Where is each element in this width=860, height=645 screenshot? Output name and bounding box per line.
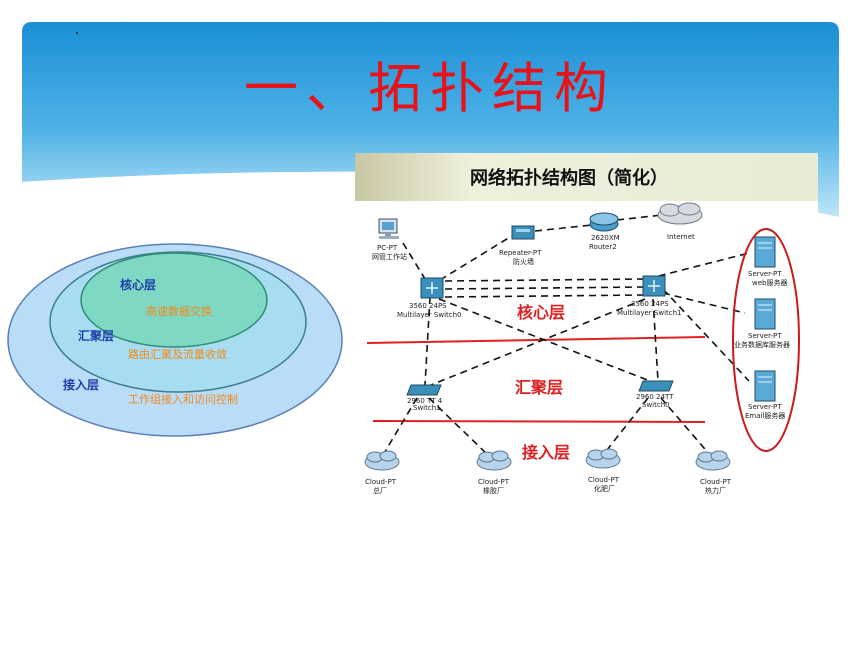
cloud3-icon [585,448,621,469]
server-email-name: Email服务器 [745,411,785,420]
switch0-type: 2960 24TT [636,393,674,401]
core-layer-ellipse [80,252,268,348]
topology-diagram: 网络拓扑结构图（简化） [355,153,818,495]
access-layer-label: 接入层 [63,377,99,392]
router-icon [589,212,619,232]
core-switch0-icon [420,277,444,299]
switch0-name: Switch0 [642,401,670,409]
core-layer-label: 核心层 [120,277,156,292]
core-separator-line [366,336,706,344]
server-db-name: 业务数据库服务器 [734,340,790,349]
topology-title: 网络拓扑结构图（简化） [470,167,668,189]
switch1-type: 2960 TT 4 [407,397,443,405]
pc-icon [378,218,399,239]
core-switch1-name: Multilayer Switch1 [617,309,682,317]
core-layer-desc: 高速数据交换 [146,304,212,318]
topology-links [382,214,750,456]
core-switch0-type: 3560 24PS [409,302,447,310]
router-name: Router2 [589,243,617,251]
decorative-dot [76,32,78,34]
cloud4-type: Cloud-PT [700,478,732,486]
internet-label: Internet [667,233,695,241]
access-separator-line [372,420,706,423]
cloud3-type: Cloud-PT [588,476,620,484]
cloud2-name: 橡胶厂 [483,486,504,495]
layers-ellipse-diagram: 核心层 高速数据交换 汇聚层 路由汇聚及流量收敛 接入层 工作组接入和访问控制 [7,243,343,437]
server-email-icon [754,370,776,402]
core-switch0-name: Multilayer Switch0 [397,311,462,319]
cloud1-icon [364,450,400,471]
core-layer-tag: 核心层 [517,303,565,322]
switch1-icon [406,384,442,396]
repeater-name: 防火墙 [513,257,534,266]
server-email-type: Server-PT [748,403,782,411]
server-web-icon [754,236,776,268]
repeater-type: Repeater-PT [499,249,542,257]
server-db-type: Server-PT [748,332,782,340]
topology-panel: 网络拓扑结构图（简化） [355,153,818,508]
aggregation-layer-label: 汇聚层 [78,329,114,343]
switch0-icon [638,380,674,392]
server-group-ring [732,228,800,452]
server-web-type: Server-PT [748,270,782,278]
repeater-icon [511,225,535,240]
access-layer-desc: 工作组接入和访问控制 [128,392,238,406]
cloud2-icon [476,450,512,471]
core-switch1-icon [642,275,666,297]
cloud1-name: 总厂 [373,486,387,495]
aggregation-layer-tag: 汇聚层 [515,378,563,397]
cloud1-type: Cloud-PT [365,478,397,486]
pc-type: PC-PT [377,244,398,252]
cloud4-name: 热力厂 [705,486,726,495]
internet-cloud-icon [657,202,703,225]
topology-title-banner [355,153,818,201]
pc-name: 网管工作站 [372,252,407,261]
switch1-name: Switch1 [413,404,441,412]
core-switch1-type: 3560 24PS [631,300,669,308]
router-type: 2620XM [591,234,620,242]
cloud2-type: Cloud-PT [478,478,510,486]
server-db-icon [754,298,776,330]
cloud4-icon [695,450,731,471]
slide-title: 一、拓扑结构 [244,57,616,120]
server-web-name: web服务器 [752,278,787,287]
cloud3-name: 化肥厂 [594,484,615,493]
access-layer-tag: 接入层 [522,443,570,462]
aggregation-layer-desc: 路由汇聚及流量收敛 [128,347,227,361]
